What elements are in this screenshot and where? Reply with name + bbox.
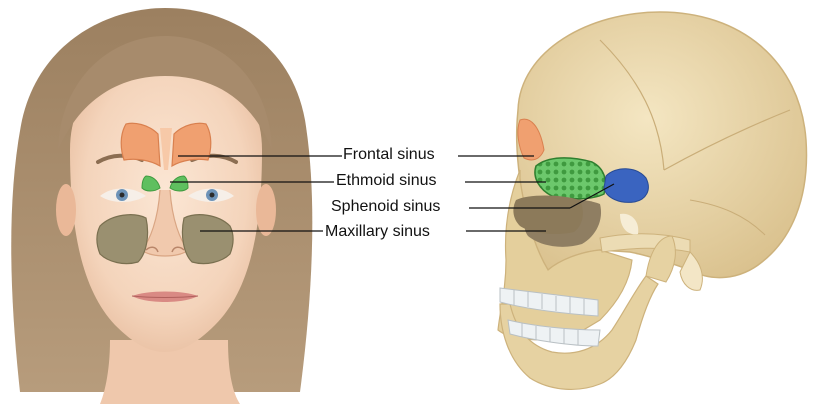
ethmoid-sinus-lateral-region	[535, 158, 606, 199]
maxillary-sinus-right-region	[182, 215, 233, 264]
maxillary-sinus-label: Maxillary sinus	[325, 223, 430, 241]
sphenoid-sinus-label: Sphenoid sinus	[331, 198, 440, 216]
skull-lateral-view-icon	[498, 12, 807, 389]
ethmoid-sinus-label: Ethmoid sinus	[336, 172, 437, 190]
right-ear-shape	[256, 184, 276, 236]
left-ear-shape	[56, 184, 76, 236]
maxillary-sinus-left-region	[97, 215, 148, 264]
frontal-sinus-label: Frontal sinus	[343, 146, 435, 164]
face-front-view-icon	[11, 8, 312, 404]
